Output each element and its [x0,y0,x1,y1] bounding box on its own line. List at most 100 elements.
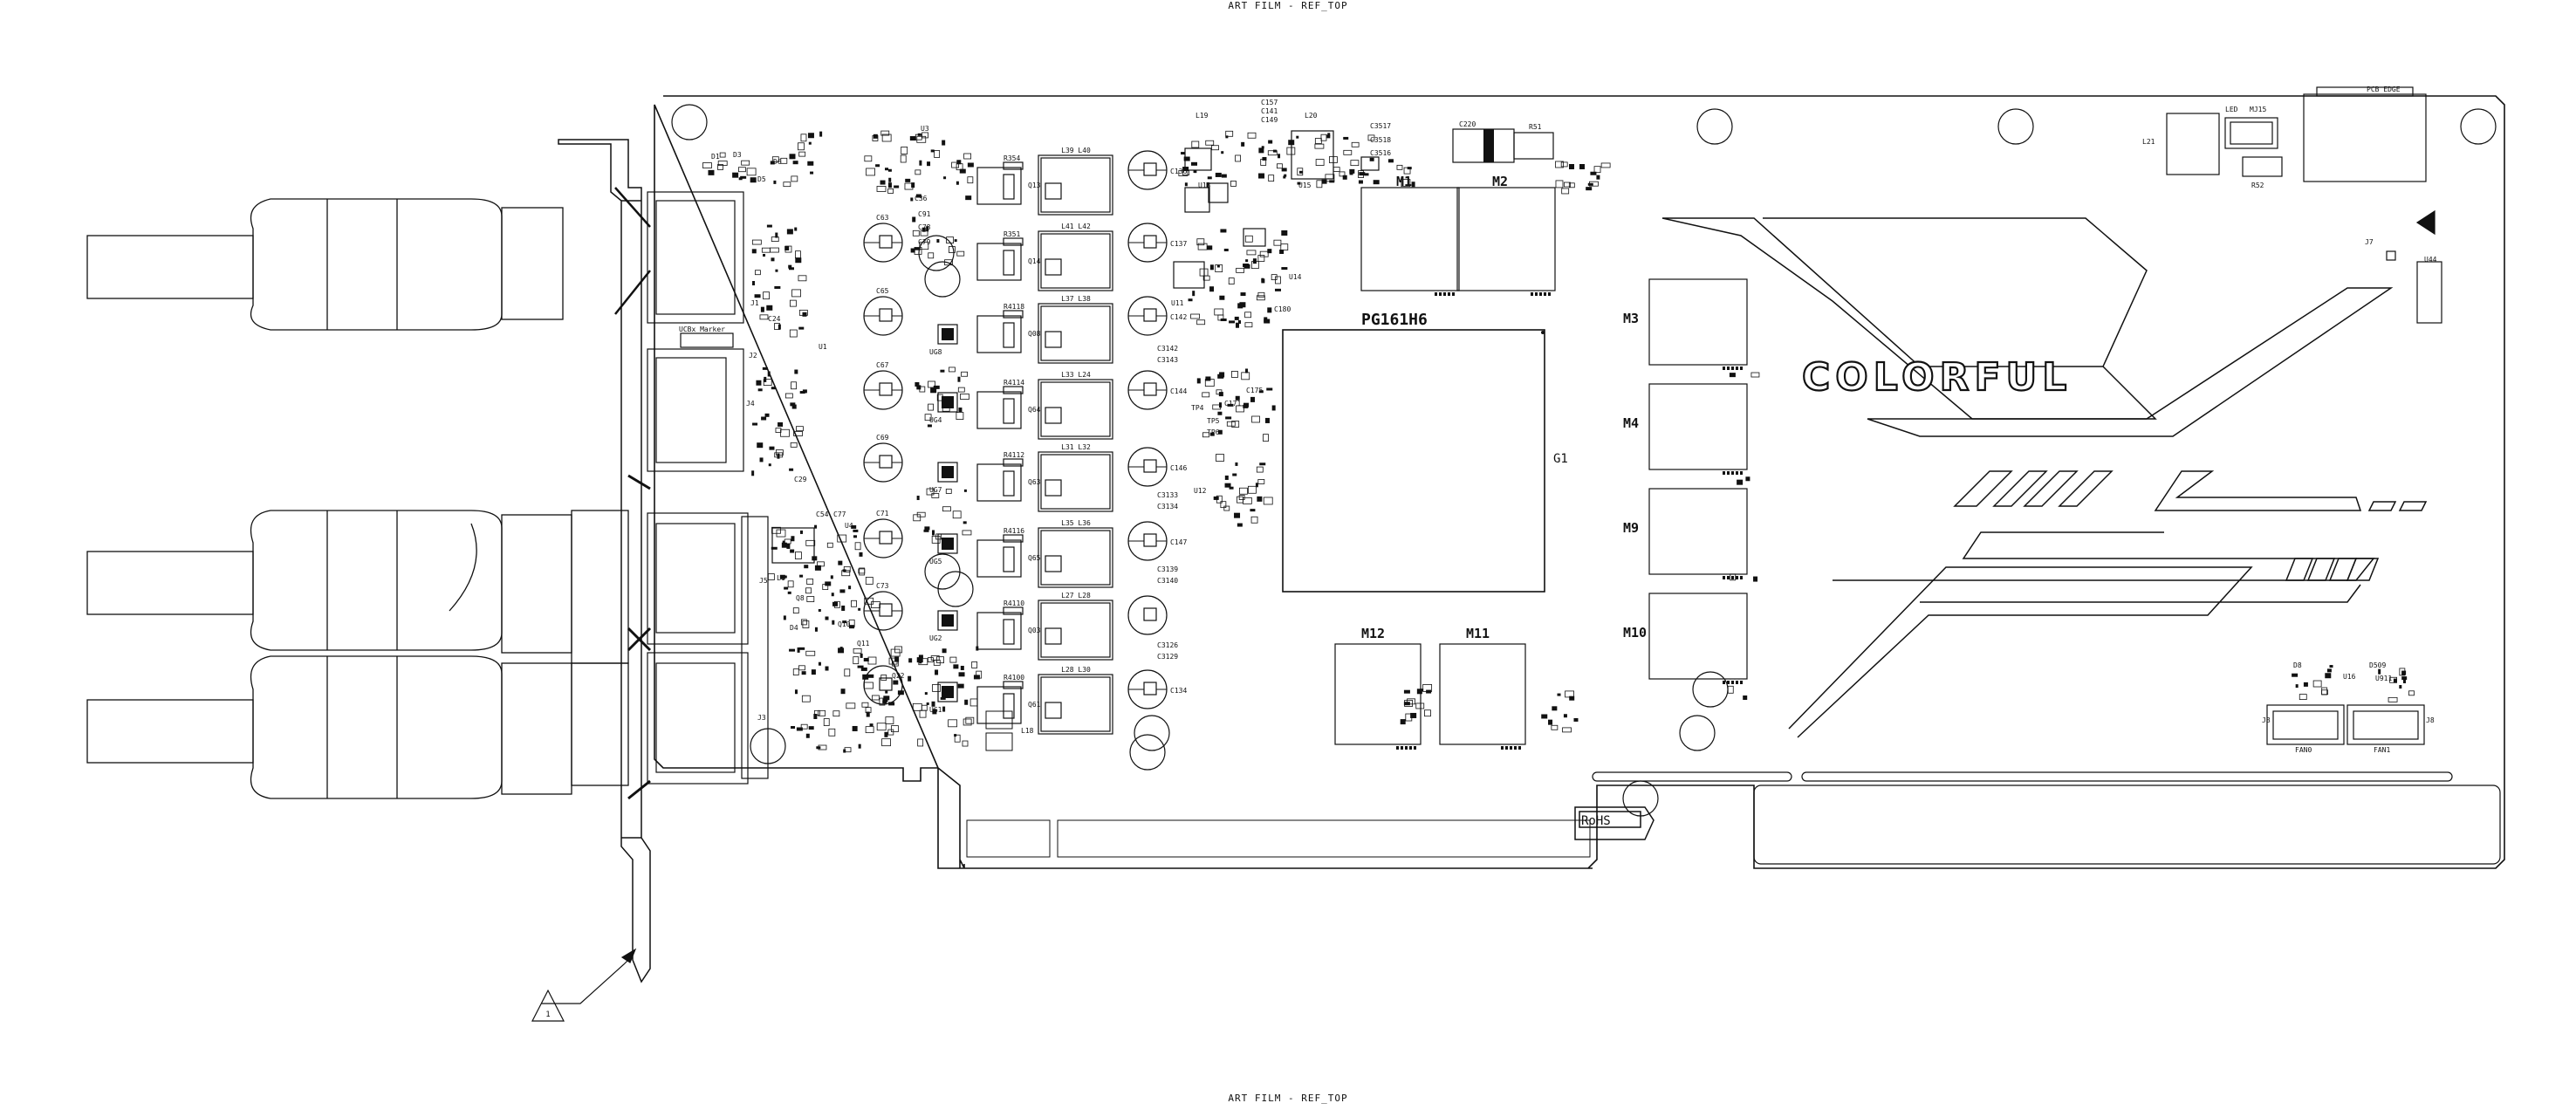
choke-label: L27 L28 [1061,592,1091,600]
smd-part [1217,314,1224,321]
resistor-body [1003,681,1024,689]
smd-pad [740,175,747,179]
smd-pad [1245,259,1249,263]
smd-pad [786,543,791,549]
smd-pad [973,675,980,680]
smd-pad [1188,298,1193,302]
memory-chip-label: M11 [1466,626,1490,641]
memory-pad [1740,681,1743,684]
smd-part [1325,174,1335,182]
smd-pad [2393,678,2397,683]
mosfet-body [976,391,1022,429]
smd-pad [757,388,763,392]
smd-part [928,657,934,662]
smd-part [800,723,808,730]
smd-part [818,709,826,716]
smd-pad [1283,175,1286,179]
smd-pad [1209,286,1215,292]
smd-part [761,247,771,253]
smd-pad [784,245,790,250]
smd-part [946,236,954,244]
film-title-bottom: ART FILM - REF_TOP [1228,1093,1348,1104]
choke-label: L41 L42 [1061,223,1091,230]
smd-pad [825,666,829,671]
smd-part [1223,505,1230,511]
gpu-part-label: PG161H6 [1361,311,1428,329]
smd-pad [1209,264,1214,271]
smd-part [971,661,978,668]
capacitor-pad [1143,162,1157,176]
smd-part [919,386,926,393]
smd-pad [927,161,931,167]
smd-pad [930,387,937,394]
memory-chip-label: M12 [1361,626,1385,641]
smd-part [866,168,875,176]
smd-pad [1407,167,1412,170]
smd-pad [1596,175,1600,180]
smd-part [872,695,880,701]
smd-pad [1284,174,1287,177]
silk-label-u4: U4 [845,522,853,530]
memory-chip-label: M1 [1396,174,1412,189]
smd-part [1600,162,1611,168]
choke-pad [1045,407,1062,424]
smd-pad [916,657,923,663]
capacitor-label: C69 [876,434,889,442]
smd-pad [976,646,979,651]
smd-part [844,747,852,753]
silk-label-l21: L21 [2142,138,2155,146]
smd-pad [963,489,967,492]
colorful-logo-art [1661,217,2428,738]
smd-part [787,580,794,588]
capacitor-label: C142 [1170,313,1187,321]
smd-pad [908,675,912,682]
capacitor-pad [879,677,893,691]
smd-part [1182,170,1190,176]
memory-pad [1736,576,1738,579]
mounting-hole [2460,108,2497,145]
smd-pad [957,683,964,689]
smd-pad [1261,146,1264,149]
smd-part [1250,516,1258,524]
smd-pad [1326,134,1331,139]
smd-part [774,323,780,330]
smd-pad [818,608,821,612]
pcb-outline [654,95,2505,869]
smd-part [1403,167,1411,175]
smd-pad [778,421,784,427]
smd-pad [760,306,764,312]
smd-part [1260,159,1267,166]
smd-part [832,710,840,717]
smd-pad [790,402,796,407]
capacitor: C142 [1127,296,1187,336]
smd-pad [1259,462,1266,466]
smd-pad [814,524,818,529]
choke-body [1038,379,1113,440]
silk-label-j2: J2 [749,352,757,360]
memory-pad [1531,292,1533,296]
smd-pad [1235,395,1240,401]
smd-pad [887,168,892,172]
smd-part [1202,432,1209,438]
smd-part [1244,322,1253,328]
memory-chip-body [1439,643,1526,745]
smd-part [2399,668,2406,676]
smd-pad [839,647,843,653]
smd-pad [798,326,805,330]
capacitor: C71 [863,510,903,558]
silk-label-u1: U1 [819,343,827,351]
smd-pad [797,647,800,653]
capacitor-pad [879,603,893,617]
silk-label-j5: J5 [759,577,768,585]
smd-pad [789,468,794,471]
smd-part [738,167,746,173]
smd-part [792,607,799,614]
smd-pad [954,239,957,243]
smd-pad [885,690,888,694]
capacitor-label: C134 [1170,687,1187,695]
smd-pad [851,524,857,529]
memory-pad [1518,746,1521,750]
smd-part [791,289,801,298]
